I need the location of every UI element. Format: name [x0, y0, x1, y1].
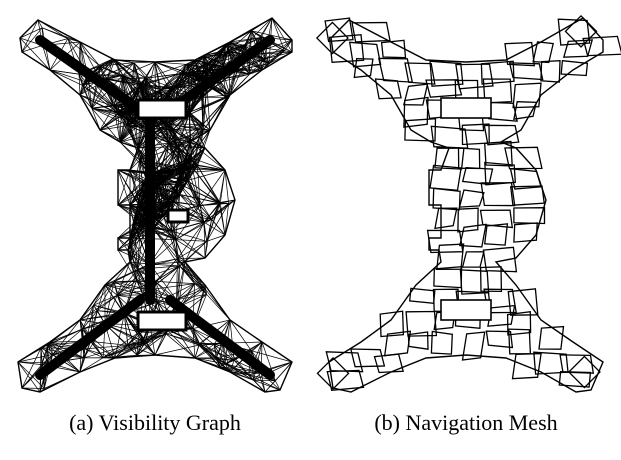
- mesh-cell: [408, 332, 428, 349]
- mesh-cell: [541, 61, 560, 82]
- mesh-cell: [376, 79, 402, 99]
- obstacle: [441, 98, 491, 118]
- mesh-cell: [463, 168, 493, 185]
- mesh-cell: [410, 288, 435, 303]
- caption-visibility-graph: (a) Visibility Graph: [0, 408, 310, 438]
- navigation-mesh-panel: [311, 0, 621, 400]
- obstacle: [138, 100, 186, 118]
- mesh-cell: [379, 58, 413, 82]
- graph-edge: [203, 95, 230, 130]
- mesh-cell: [405, 119, 436, 141]
- obstacle: [441, 300, 491, 320]
- mesh-cell: [460, 190, 484, 207]
- mesh-cell: [375, 354, 404, 372]
- graph-edge: [91, 341, 128, 345]
- mesh-cell: [539, 327, 564, 350]
- visibility-graph-panel: [0, 0, 310, 400]
- graph-edge: [155, 281, 194, 283]
- mesh-cell: [435, 208, 457, 228]
- mesh-cell: [514, 223, 537, 242]
- visibility-graph-diagram: [0, 0, 310, 400]
- mesh-cell: [351, 349, 385, 367]
- mesh-cell: [350, 42, 381, 67]
- graph-edge: [178, 222, 205, 259]
- mesh-cell: [463, 252, 484, 267]
- mesh-cell: [458, 208, 478, 232]
- caption-navigation-mesh: (b) Navigation Mesh: [311, 408, 621, 438]
- graph-edge: [220, 170, 225, 203]
- mesh-cell: [433, 188, 460, 210]
- mesh-cell: [404, 84, 428, 105]
- navigation-mesh-diagram: [311, 0, 621, 400]
- graph-edge: [204, 222, 225, 235]
- mesh-cell: [481, 183, 515, 206]
- obstacle: [168, 210, 188, 222]
- graph-edge: [166, 329, 195, 358]
- graph-edge: [166, 334, 195, 358]
- mesh-cell: [514, 102, 537, 120]
- mesh-cell: [428, 230, 463, 252]
- obstacle: [138, 312, 186, 330]
- graph-edge: [100, 116, 121, 131]
